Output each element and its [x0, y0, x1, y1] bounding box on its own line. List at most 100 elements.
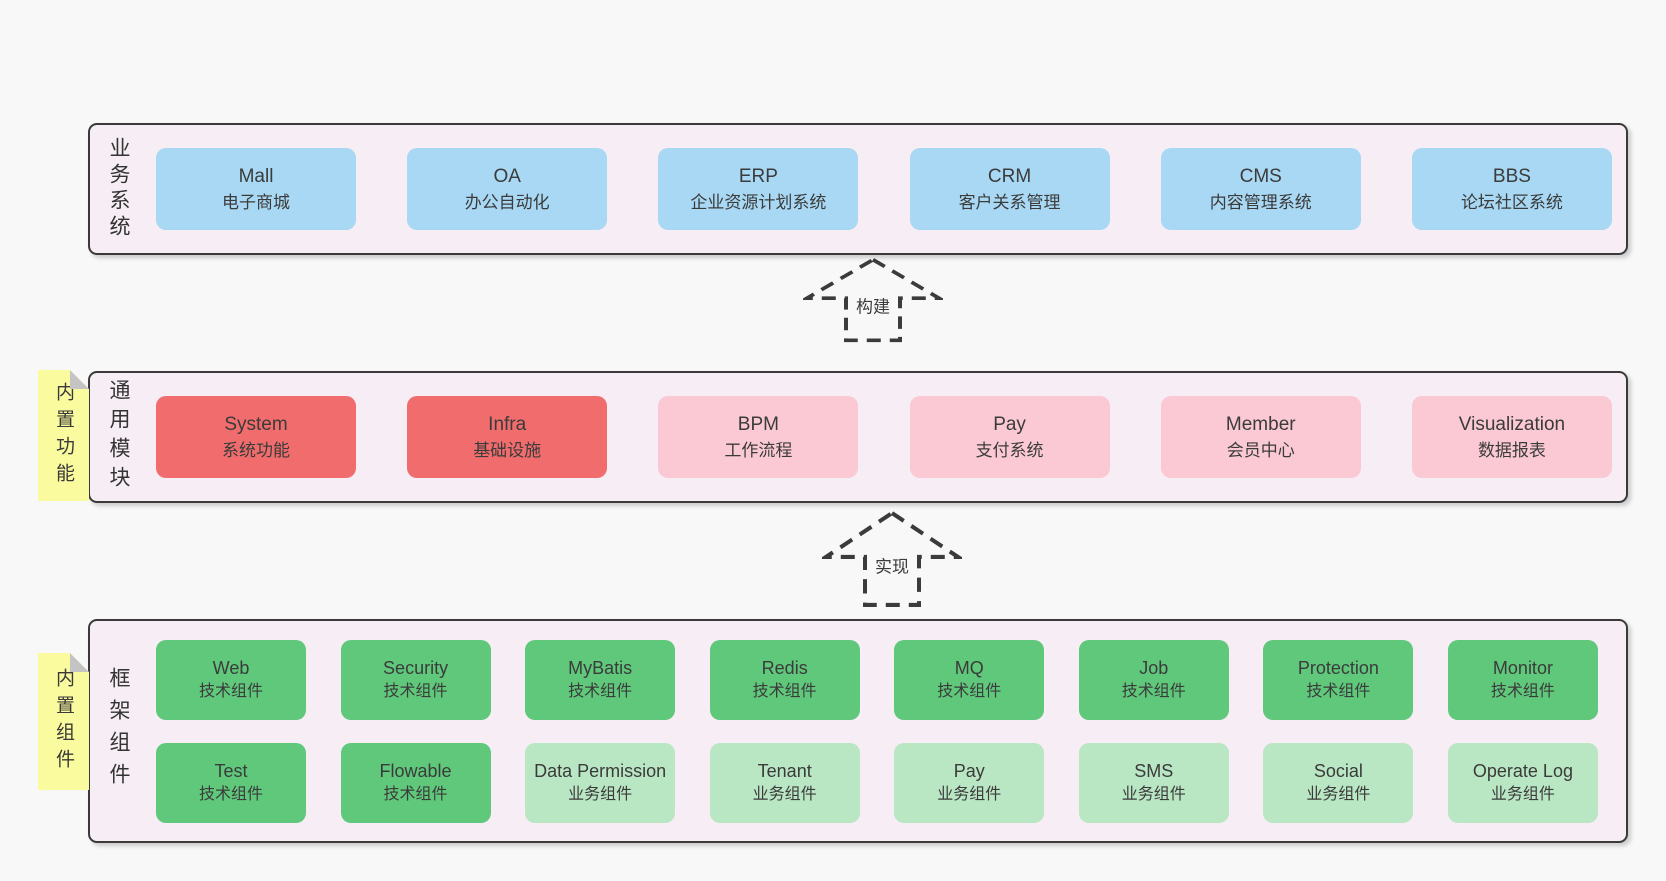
box-mall-name: Mall	[238, 166, 274, 187]
box-bpm-desc: 工作流程	[724, 441, 793, 460]
box-redis-desc: 技术组件	[752, 683, 817, 700]
box-flowable-desc: 技术组件	[383, 786, 448, 803]
box-bbs-name: BBS	[1492, 166, 1531, 187]
dashed-up-arrow-icon	[822, 510, 962, 607]
layer-framework-components: 框架组件 Web 技术组件 Security 技术组件 MyBatis 技术组件…	[88, 619, 1628, 843]
implement-arrow-label: 实现	[872, 551, 912, 579]
box-member-desc: 会员中心	[1226, 441, 1295, 460]
layer-common-modules: 通用模块 System 系统功能 Infra 基础设施 BPM 工作流程 Pay…	[88, 371, 1628, 503]
box-sms-name: SMS	[1134, 761, 1174, 781]
folded-corner-icon	[70, 653, 89, 672]
box-cms-desc: 内容管理系统	[1209, 193, 1312, 212]
box-test-name: Test	[214, 761, 248, 781]
box-redis-name: Redis	[761, 658, 808, 678]
box-security: Security 技术组件	[340, 640, 491, 720]
box-bpm-name: BPM	[737, 414, 779, 435]
box-test: Test 技术组件	[156, 743, 306, 823]
box-tenant-desc: 业务组件	[752, 786, 817, 803]
sticky-note-built-in-functions-text: 内置功能	[53, 381, 74, 490]
box-protection-desc: 技术组件	[1306, 683, 1371, 700]
layer-business-systems-label: 业务系统	[107, 137, 130, 241]
common-modules-row: System 系统功能 Infra 基础设施 BPM 工作流程 Pay 支付系统…	[156, 396, 1612, 478]
box-flowable: Flowable 技术组件	[340, 743, 491, 823]
box-mybatis-name: MyBatis	[568, 658, 633, 678]
box-social: Social 业务组件	[1263, 743, 1414, 823]
box-mq-desc: 技术组件	[937, 683, 1002, 700]
box-member: Member 会员中心	[1160, 396, 1361, 478]
box-web-desc: 技术组件	[198, 683, 263, 700]
business-systems-row: Mall 电子商城 OA 办公自动化 ERP 企业资源计划系统 CRM 客户关系…	[156, 148, 1612, 230]
box-system-name: System	[224, 414, 288, 435]
box-job-name: Job	[1139, 658, 1169, 678]
box-cms-name: CMS	[1239, 166, 1282, 187]
box-job: Job 技术组件	[1078, 640, 1229, 720]
box-data-permission: Data Permission 业务组件	[525, 743, 676, 823]
box-mall: Mall 电子商城	[156, 148, 356, 230]
box-oa-name: OA	[493, 166, 521, 187]
box-tenant: Tenant 业务组件	[709, 743, 860, 823]
box-data-permission-desc: 业务组件	[568, 786, 633, 803]
framework-components-grid: Web 技术组件 Security 技术组件 MyBatis 技术组件 Redi…	[156, 640, 1598, 823]
box-operate-log-desc: 业务组件	[1490, 786, 1555, 803]
box-pay-module: Pay 支付系统	[909, 396, 1110, 478]
box-infra-desc: 基础设施	[473, 441, 542, 460]
box-web-name: Web	[212, 658, 250, 678]
folded-corner-icon	[70, 370, 89, 389]
sticky-note-built-in-functions: 内置功能	[38, 370, 89, 501]
box-crm-desc: 客户关系管理	[958, 193, 1061, 212]
sticky-note-built-in-components-text: 内置组件	[53, 667, 74, 776]
box-protection: Protection 技术组件	[1263, 640, 1414, 720]
layer-framework-components-label: 框架组件	[107, 667, 130, 795]
box-oa-desc: 办公自动化	[464, 193, 550, 212]
dashed-up-arrow-icon	[803, 257, 943, 343]
box-web: Web 技术组件	[156, 640, 306, 720]
box-operate-log: Operate Log 业务组件	[1447, 743, 1598, 823]
box-crm: CRM 客户关系管理	[909, 148, 1110, 230]
box-system: System 系统功能	[156, 396, 356, 478]
box-erp: ERP 企业资源计划系统	[658, 148, 859, 230]
box-flowable-name: Flowable	[379, 761, 452, 781]
box-visualization-name: Visualization	[1458, 414, 1566, 435]
layer-business-systems: 业务系统 Mall 电子商城 OA 办公自动化 ERP 企业资源计划系统 CRM…	[88, 123, 1628, 255]
build-arrow-label: 构建	[853, 291, 893, 319]
build-arrow: 构建	[803, 257, 943, 343]
box-visualization-desc: 数据报表	[1477, 441, 1546, 460]
box-monitor-desc: 技术组件	[1490, 683, 1555, 700]
box-tenant-name: Tenant	[757, 761, 812, 781]
sticky-note-built-in-components: 内置组件	[38, 653, 89, 790]
box-mybatis: MyBatis 技术组件	[525, 640, 676, 720]
box-mq-name: MQ	[954, 658, 984, 678]
box-erp-desc: 企业资源计划系统	[690, 193, 827, 212]
box-social-desc: 业务组件	[1306, 786, 1371, 803]
box-security-name: Security	[383, 658, 449, 678]
box-member-name: Member	[1225, 414, 1296, 435]
box-bbs-desc: 论坛社区系统	[1460, 193, 1563, 212]
box-mybatis-desc: 技术组件	[568, 683, 633, 700]
box-sms: SMS 业务组件	[1078, 743, 1229, 823]
box-pay-module-name: Pay	[993, 414, 1026, 435]
box-security-desc: 技术组件	[383, 683, 448, 700]
box-bpm: BPM 工作流程	[658, 396, 859, 478]
box-crm-name: CRM	[987, 166, 1032, 187]
box-mq: MQ 技术组件	[894, 640, 1045, 720]
box-system-desc: 系统功能	[222, 441, 290, 460]
implement-arrow: 实现	[822, 510, 962, 608]
box-erp-name: ERP	[738, 166, 778, 187]
box-test-desc: 技术组件	[198, 786, 263, 803]
box-operate-log-name: Operate Log	[1472, 761, 1573, 781]
layer-common-modules-label: 通用模块	[107, 379, 130, 495]
box-social-name: Social	[1313, 761, 1363, 781]
box-visualization: Visualization 数据报表	[1411, 396, 1612, 478]
box-infra-name: Infra	[488, 414, 527, 435]
box-pay-module-desc: 支付系统	[975, 441, 1044, 460]
box-job-desc: 技术组件	[1121, 683, 1186, 700]
box-protection-name: Protection	[1297, 658, 1379, 678]
box-pay-component: Pay 业务组件	[894, 743, 1045, 823]
box-oa: OA 办公自动化	[407, 148, 608, 230]
box-monitor-name: Monitor	[1492, 658, 1553, 678]
box-pay-component-name: Pay	[953, 761, 985, 781]
box-data-permission-name: Data Permission	[534, 761, 667, 781]
box-pay-component-desc: 业务组件	[937, 786, 1002, 803]
box-infra: Infra 基础设施	[407, 396, 608, 478]
